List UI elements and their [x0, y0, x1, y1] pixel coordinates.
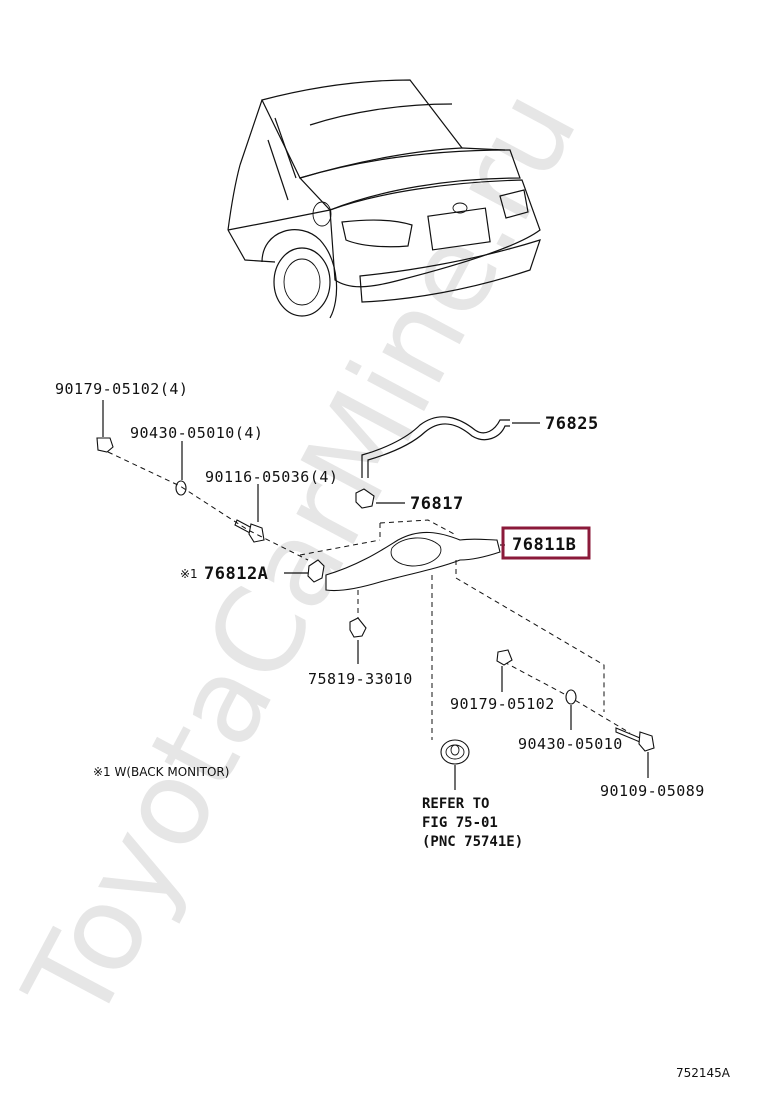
label-75819-33010: 75819-33010	[308, 670, 413, 688]
label-90179-05102-4: 90179-05102(4)	[55, 380, 188, 398]
clip-76817	[355, 488, 405, 509]
refer-line-1: REFER TO	[422, 796, 489, 812]
watermark-text: ToyotaCarMine.ru	[0, 68, 604, 1044]
figure-id: 752145A	[676, 1066, 731, 1080]
label-76812A: 76812A	[204, 564, 268, 584]
refer-line-3: (PNC 75741E)	[422, 834, 523, 850]
car-illustration	[227, 79, 541, 319]
label-90109-05089: 90109-05089	[600, 782, 705, 800]
label-76812A-mark: ※1	[180, 567, 198, 581]
label-90430-05010-4: 90430-05010(4)	[130, 424, 263, 442]
refer-line-2: FIG 75-01	[422, 815, 498, 831]
nut-90179-05102	[496, 649, 513, 692]
nut-90179-05102-4	[96, 400, 114, 453]
garnish-76811B	[325, 531, 505, 592]
label-90430-05010: 90430-05010	[518, 735, 623, 753]
clip-75819-33010	[349, 617, 367, 664]
label-90116-05036-4: 90116-05036(4)	[205, 468, 338, 486]
washer-90430-05010-4	[175, 441, 187, 496]
label-76817: 76817	[410, 494, 464, 514]
footnote-back-monitor: ※1 W(BACK MONITOR)	[93, 765, 229, 779]
washer-90430-05010	[565, 689, 577, 730]
bolt-90109-05089	[615, 727, 655, 778]
emblem-reference	[440, 739, 470, 790]
bracket-76812A	[284, 559, 325, 583]
label-76825: 76825	[545, 414, 599, 434]
harness-76825	[361, 416, 540, 478]
highlight-box-76811B	[501, 526, 591, 560]
label-90179-05102: 90179-05102	[450, 695, 555, 713]
label-76811B[interactable]: 76811B	[512, 535, 576, 555]
